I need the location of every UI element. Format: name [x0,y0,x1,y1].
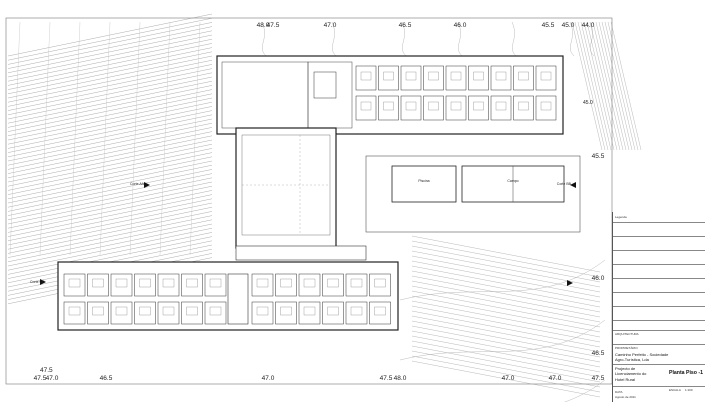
project-title-2: Hotel Rural [615,377,636,382]
contour-label-bottom: 47.5 [380,375,393,382]
contour-label-top: 45.0 [562,22,575,29]
contour-label-top: 46.5 [399,22,412,29]
project-title-1: Projecto de Licenciamento do [615,367,647,376]
guest-room [134,273,156,297]
guest-room [275,301,297,325]
terrain-hatching-left [7,13,213,304]
owner-label: PROPRIETÁRIO [615,346,638,350]
pool-area [365,155,581,233]
guest-room [513,95,534,121]
guest-room [110,301,133,325]
sheet-title: Planta Piso -1 [669,370,703,376]
guest-room [400,95,422,121]
guest-room [322,273,344,297]
guest-room [204,273,227,297]
guest-room [345,273,368,297]
south-wing [57,261,399,331]
architect-label: ARQUITECTURA [615,332,639,336]
owner-name-2: Agro-Turística, Lda [615,357,649,362]
contour-label-right: 45.5 [592,153,605,160]
north-wing [216,55,564,135]
guest-room [181,273,203,297]
contour-label-right: 46.0 [592,275,605,282]
guest-room [204,301,227,325]
title-block: Legenda ARQUITECTURA PROPRIETÁRIO Caminh… [612,212,705,402]
contour-label-bottom: 47.0 [549,375,562,382]
guest-room [322,301,344,325]
staircase [227,273,249,325]
guest-room [87,273,109,297]
court-label: Campo [507,179,518,183]
guest-room [63,301,86,325]
guest-room [251,301,274,325]
guest-room [275,273,297,297]
contour-label-top: 45.5 [542,22,555,29]
guest-room [134,301,156,325]
guest-room [423,65,444,91]
guest-room [298,301,321,325]
guest-room [181,301,203,325]
guest-room [490,95,512,121]
scale-label: ESCALA [669,388,681,392]
contour-label-top: 48.0 [257,22,270,29]
guest-room [468,65,489,91]
contour-label-top: 47.0 [324,22,337,29]
guest-room [110,273,133,297]
guest-room [369,273,391,297]
guest-room [378,65,399,91]
guest-room [445,65,467,91]
guest-room [87,301,109,325]
section-label-west: Corte AA [130,182,145,186]
guest-room [157,273,180,297]
corridor [235,245,367,261]
guest-room [535,65,557,91]
owner-name-1: Caminho Perfeito - Sociedade [615,352,669,357]
guest-room [355,65,377,91]
contour-label-bottom: 47.5 [34,375,47,382]
contour-label-bottom: 47.0 [502,375,515,382]
pool-label: Piscina [418,179,429,183]
guest-room [63,273,86,297]
section-markers [40,182,576,286]
guest-room [423,95,444,121]
section-label-east: Corte BB [557,182,572,186]
contour-label-top: 47.5 [267,22,280,29]
right-level-marker: 45.0 [583,100,593,106]
date-value: Agosto de 2011 [615,395,636,399]
section-label-south: Corte CC [30,280,45,284]
contour-label-top: 46.0 [454,22,467,29]
scale-value: 1:100 [685,388,693,392]
drawing-frame [5,17,613,385]
guest-room [251,273,274,297]
guest-room [445,95,467,121]
guest-room [490,65,512,91]
contour-label-bottom: 48.0 [394,375,407,382]
guest-room [400,65,422,91]
contour-label-bottom: 46.5 [100,375,113,382]
date-label: DATA [615,390,623,394]
guest-room [468,95,489,121]
left-level-marker: 47.5 [40,367,53,374]
contour-label-bottom: 47.5 [592,375,605,382]
guest-room [535,95,557,121]
guest-room [298,273,321,297]
guest-room [355,95,377,121]
contour-label-bottom: 47.0 [46,375,59,382]
terrain-hatching-right [411,21,642,398]
guest-room [378,95,399,121]
pool [391,165,457,203]
legend-label: Legenda [615,215,627,219]
central-wing [235,127,337,249]
contour-lines [261,21,606,402]
guest-room [513,65,534,91]
contour-label-top: 44.0 [582,22,595,29]
guest-room [157,301,180,325]
staircase [313,71,337,99]
guest-room [369,301,391,325]
contour-label-bottom: 47.0 [262,375,275,382]
guest-room [345,301,368,325]
contour-label-right: 46.5 [592,350,605,357]
